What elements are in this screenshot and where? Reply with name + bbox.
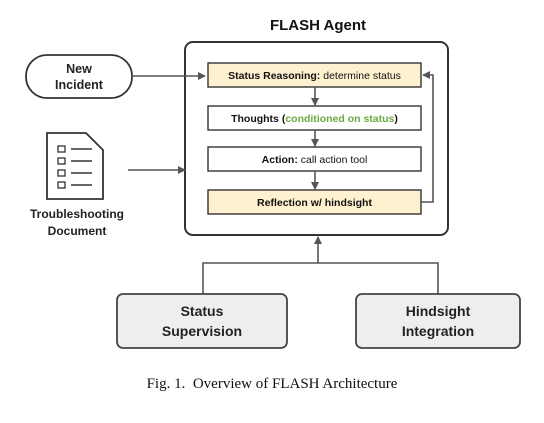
status-reasoning-label: Status Reasoning: determine status bbox=[228, 70, 401, 82]
status-supervision-module bbox=[116, 293, 288, 349]
new-incident-line1: New bbox=[66, 62, 92, 76]
thoughts-bold-close: ) bbox=[394, 113, 398, 125]
document-list-icon bbox=[46, 132, 104, 200]
thoughts-bold-open: Thoughts ( bbox=[231, 113, 286, 125]
hindsight-integration-line2: Integration bbox=[402, 323, 474, 339]
diagram-title: FLASH Agent bbox=[270, 17, 366, 34]
action-label: Action: call action tool bbox=[262, 154, 368, 166]
thoughts-label: Thoughts (conditioned on status) bbox=[231, 113, 398, 125]
thoughts-green-text: conditioned on status bbox=[285, 113, 394, 125]
figure-caption: Fig. 1. Overview of FLASH Architecture bbox=[147, 376, 398, 392]
status-supervision-line1: Status bbox=[181, 303, 224, 319]
status-reasoning-rest: determine status bbox=[320, 70, 401, 82]
hindsight-integration-module bbox=[355, 293, 521, 349]
hindsight-integration-line1: Hindsight bbox=[406, 303, 471, 319]
document-label-line1: Troubleshooting bbox=[30, 207, 124, 221]
document-label-line2: Document bbox=[48, 224, 107, 238]
reflection-step bbox=[207, 189, 422, 215]
supervision-connector bbox=[202, 262, 318, 294]
reflection-label: Reflection w/ hindsight bbox=[257, 197, 372, 209]
reflection-feedback-loop bbox=[421, 71, 434, 203]
action-bold: Action: bbox=[262, 154, 298, 166]
agent-container bbox=[184, 41, 449, 236]
new-incident-line2: Incident bbox=[55, 78, 104, 92]
thoughts-step bbox=[207, 105, 422, 131]
status-supervision-line2: Supervision bbox=[162, 323, 242, 339]
action-rest: call action tool bbox=[298, 154, 367, 166]
status-reasoning-bold: Status Reasoning: bbox=[228, 70, 320, 82]
integration-connector bbox=[318, 262, 439, 294]
